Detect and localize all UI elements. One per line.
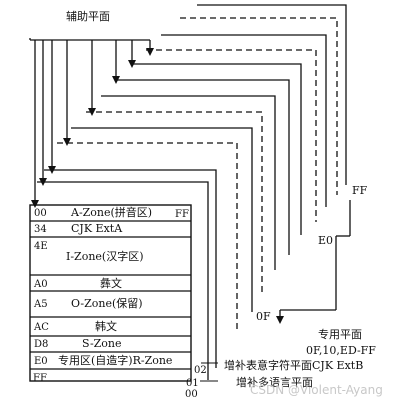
zone-name: 韩文	[95, 319, 117, 333]
watermark: CSDN @Violent-Ayang	[250, 383, 383, 397]
zone-code: A0	[33, 279, 48, 290]
zone-code: 4E	[34, 241, 48, 252]
plane-code-ff: FF	[352, 184, 368, 197]
auxiliary-plane-label: 辅助平面	[66, 9, 110, 23]
zone-name: O-Zone(保留)	[71, 296, 143, 310]
supp-multi-plane-label: 增补多语言平面	[236, 375, 313, 389]
arrow-heads	[31, 48, 154, 208]
zone-code: 00	[34, 208, 47, 219]
zone-right-code: FF	[175, 209, 189, 220]
special-plane-codes: 0F,10,ED-FF	[306, 344, 376, 357]
zone-name: S-Zone	[82, 337, 122, 350]
zone-name: 专用区(自造字)R-Zone	[58, 353, 172, 367]
plane-code-00: 00	[185, 389, 198, 400]
zone-code: 34	[34, 224, 47, 235]
zone-code: AC	[33, 322, 49, 333]
zone-name: A-Zone(拼音区)	[70, 205, 152, 219]
plane-code-0f: 0F	[256, 310, 271, 323]
special-plane-label: 专用平面	[318, 327, 362, 341]
zone-name: I-Zone(汉字区)	[66, 249, 144, 263]
special-plane-bracket	[279, 200, 351, 318]
supp-ideo-plane-label: 增补表意字符平面CJK ExtB	[224, 358, 363, 372]
plane-code-01: 01	[186, 378, 199, 389]
plane-code-e0: E0	[318, 234, 333, 247]
zone-code: D8	[34, 339, 48, 350]
plane-code-02: 02	[194, 365, 207, 376]
zone-name: 彝文	[100, 276, 122, 290]
plane-00-table: 00 A-Zone(拼音区) FF 34 CJK ExtA 4E I-Zone(…	[29, 204, 192, 384]
zone-code: E0	[34, 356, 48, 367]
plane-bottom-code: FF	[33, 373, 47, 384]
special-arrow-head	[276, 316, 284, 324]
zone-code: A5	[33, 299, 48, 310]
annotation-leaders	[200, 362, 218, 382]
pointer-arrows	[29, 38, 151, 204]
zone-name: CJK ExtA	[71, 222, 123, 235]
